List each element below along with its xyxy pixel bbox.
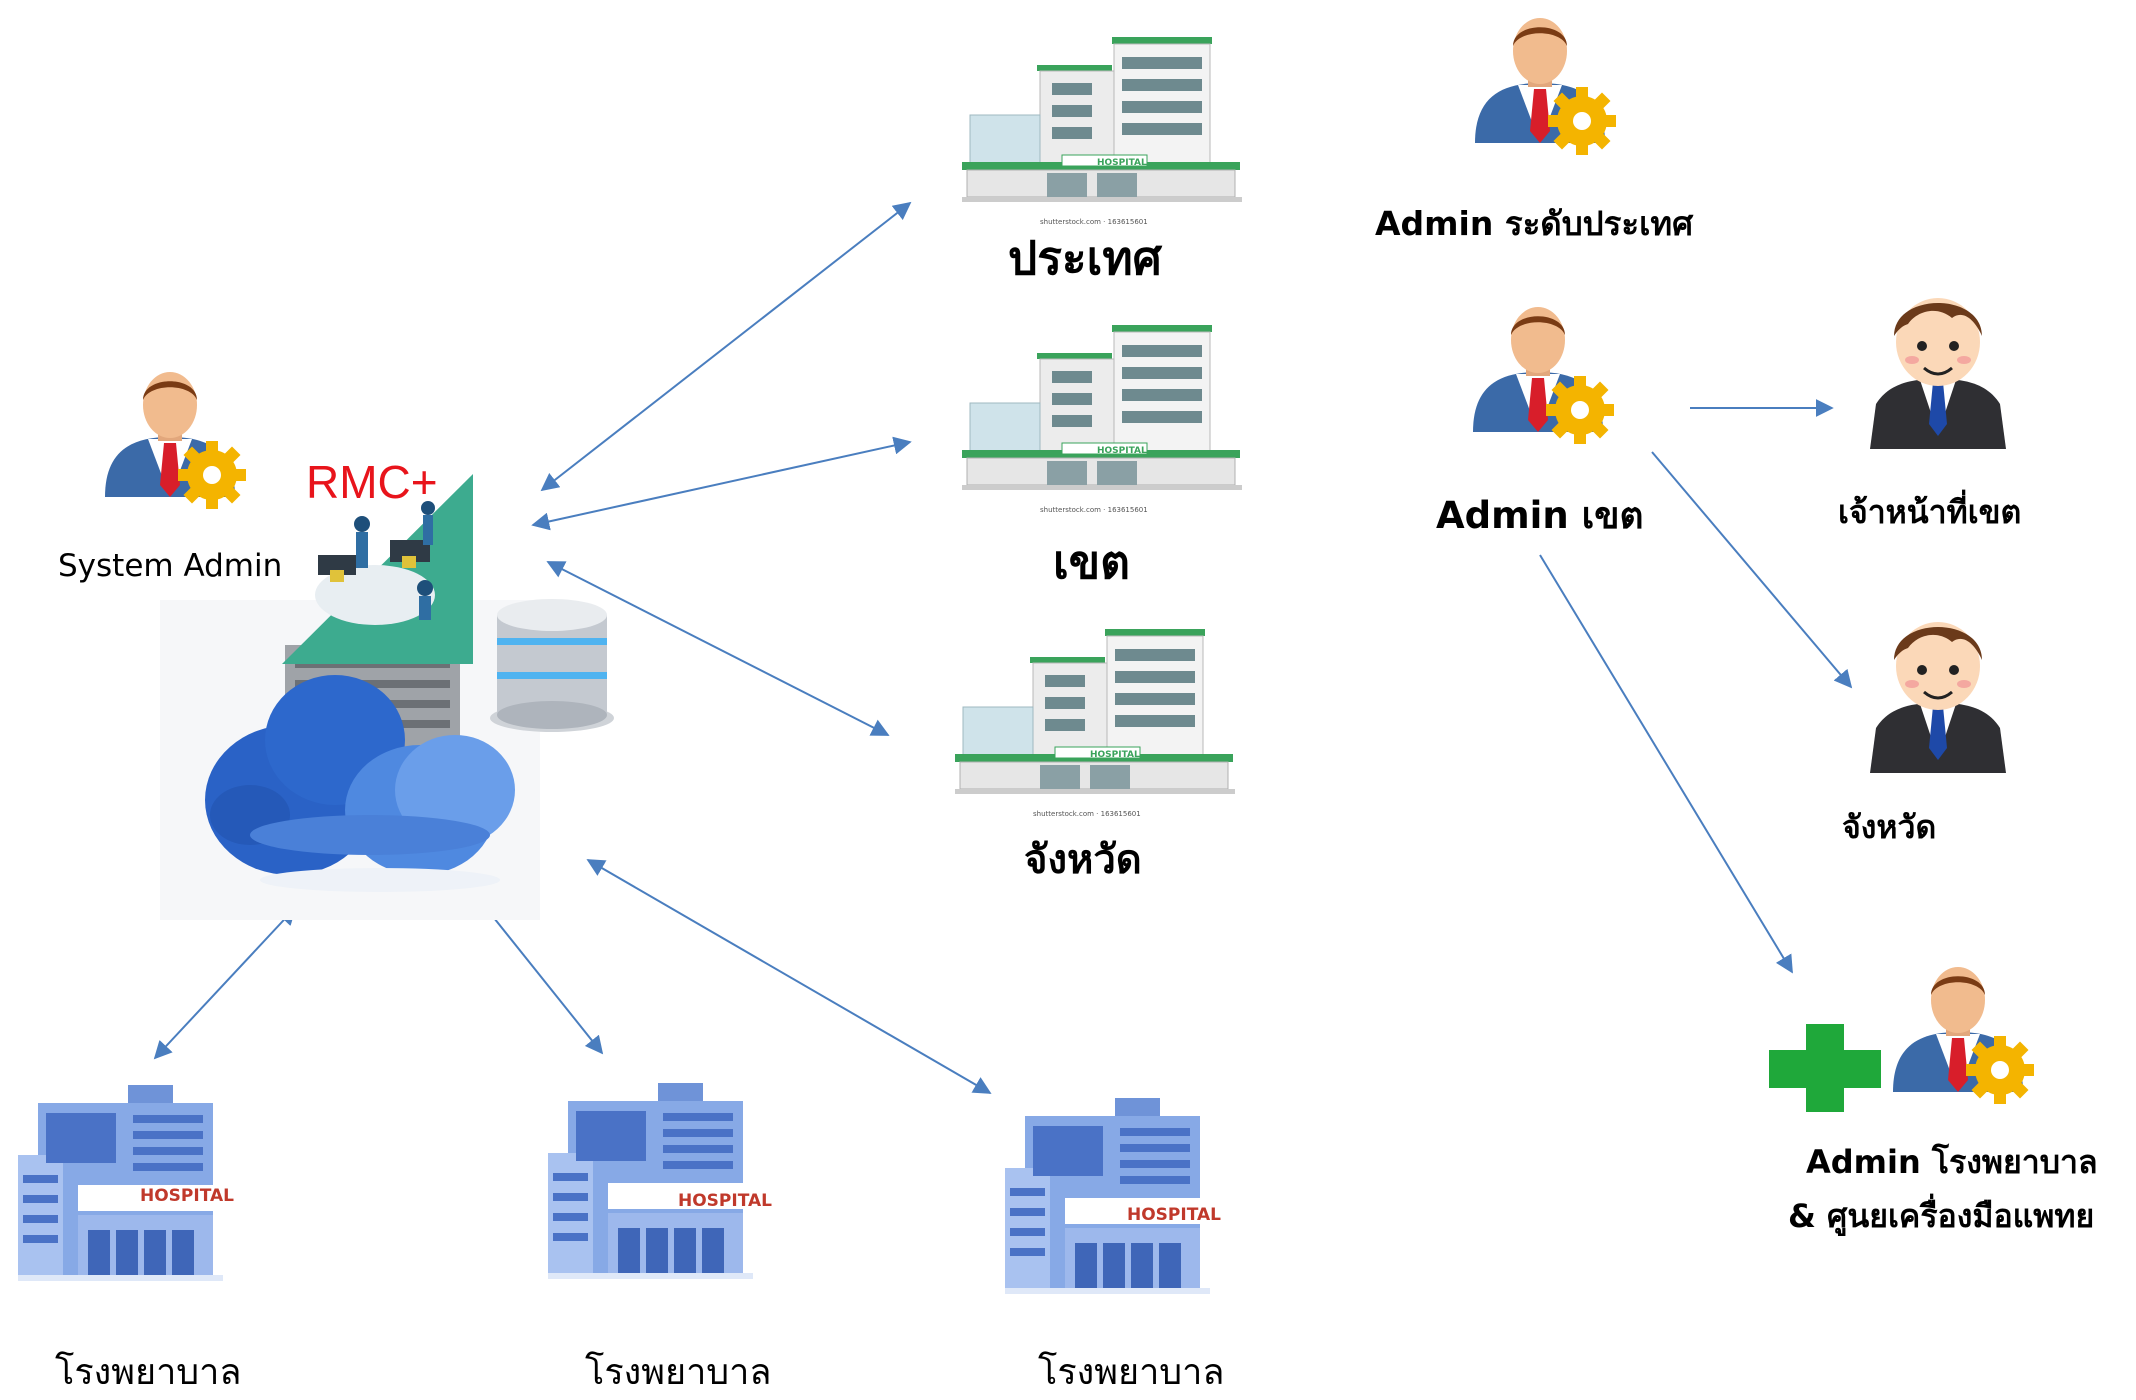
- arrow-center-country: [540, 201, 912, 492]
- database-icon: [490, 599, 614, 732]
- admin-region-icon: [1473, 307, 1614, 444]
- region-hospital-building: [961, 324, 1243, 491]
- arrow-center-hospital-3: [586, 859, 992, 1094]
- admin-hospital-icon: [1893, 967, 2034, 1104]
- province-staff-label: จังหวัด: [1842, 808, 1937, 846]
- building-sign-country: HOSPITAL: [1097, 158, 1147, 168]
- hospital-building-2: [548, 1083, 753, 1279]
- maintenance-workers-icon: [315, 501, 435, 625]
- arrow-center-hospital-1: [153, 906, 297, 1060]
- connector-arrows: [153, 201, 1853, 1094]
- admin-country-icon: [1475, 18, 1616, 155]
- watermark-country: shutterstock.com · 163615601: [1040, 218, 1148, 226]
- admin-country-label: Admin ระดับประเทศ: [1375, 204, 1694, 243]
- arrow-hospital-admin: [1539, 554, 1793, 974]
- building-sign-province: HOSPITAL: [1090, 750, 1140, 760]
- province-staff-icon: [1868, 620, 2008, 775]
- admin-hospital-label-line2: & ศูนยเครื่องมือแพทย: [1788, 1197, 2095, 1235]
- arrow-province-staff: [1651, 451, 1853, 689]
- system-admin-label: System Admin: [58, 548, 283, 584]
- arrow-center-province: [546, 561, 890, 736]
- region-staff-label: เจ้าหน้าที่เขต: [1838, 493, 2022, 531]
- hospital-label-2: โรงพยาบาล: [585, 1352, 772, 1393]
- hospital-label-3: โรงพยาบาล: [1038, 1352, 1225, 1393]
- hospital-sign-1: HOSPITAL: [140, 1186, 234, 1206]
- hospital-label-1: โรงพยาบาล: [55, 1352, 242, 1393]
- hospital-sign-2: HOSPITAL: [678, 1191, 772, 1211]
- watermark-region: shutterstock.com · 163615601: [1040, 506, 1148, 514]
- building-sign-region: HOSPITAL: [1097, 446, 1147, 456]
- country-hospital-building: [961, 36, 1243, 203]
- system-admin-icon: [105, 372, 246, 509]
- hospital-sign-3: HOSPITAL: [1127, 1205, 1221, 1225]
- region-label: เขต: [1053, 535, 1131, 589]
- arrow-center-hospital-2: [476, 896, 604, 1055]
- admin-region-label: Admin เขต: [1436, 494, 1644, 537]
- cloud-icon: [205, 675, 515, 892]
- green-cross-icon: [1769, 1024, 1881, 1112]
- admin-hospital-label-line1: Admin โรงพยาบาล: [1806, 1143, 2098, 1181]
- hospital-building-3: [1005, 1098, 1210, 1294]
- hospital-building-1: [18, 1085, 223, 1281]
- country-label: ประเทศ: [1008, 231, 1162, 285]
- province-hospital-building: [954, 628, 1236, 795]
- rmc-plus-label: RMC+: [306, 456, 438, 508]
- province-label: จังหวัด: [1024, 837, 1142, 883]
- cloud-server-group: [160, 474, 614, 920]
- watermark-province: shutterstock.com · 163615601: [1033, 810, 1141, 818]
- arrow-center-region: [531, 436, 912, 531]
- region-staff-icon: [1868, 296, 2008, 451]
